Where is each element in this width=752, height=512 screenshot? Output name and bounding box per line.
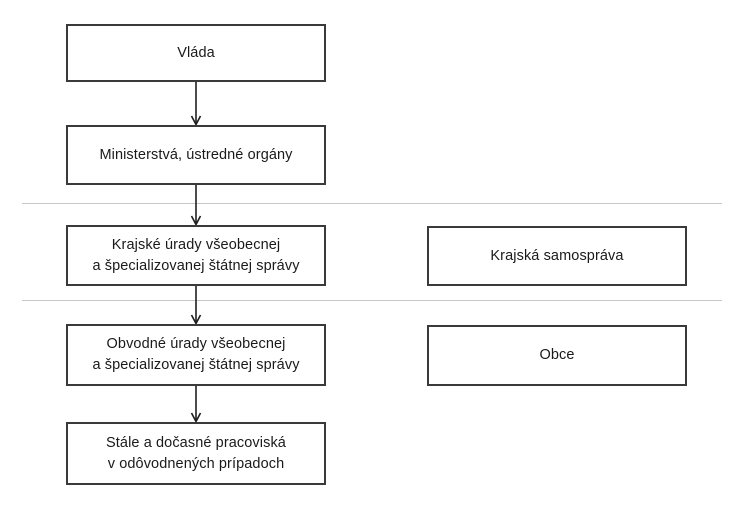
node-obvodne-urady[interactable]: Obvodné úrady všeobecnej a špecializovan… — [66, 324, 326, 386]
node-krajske-urady-label: Krajské úrady všeobecnej a špecializovan… — [92, 236, 300, 274]
connector-obvodne-urady-to-pracoviska — [188, 386, 204, 424]
node-ministerstva[interactable]: Ministerstvá, ústredné orgány — [66, 125, 326, 185]
connector-vlada-to-ministerstva — [188, 82, 204, 127]
node-ministerstva-label: Ministerstvá, ústredné orgány — [99, 146, 293, 163]
node-vlada[interactable]: Vláda — [66, 24, 326, 82]
node-krajska-samosprava[interactable]: Krajská samospráva — [427, 226, 687, 286]
node-krajske-urady[interactable]: Krajské úrady všeobecnej a špecializovan… — [66, 225, 326, 286]
divider-regional-level — [22, 203, 722, 204]
node-pracoviska-label: Stále a dočasné pracoviská v odôvodnenýc… — [106, 434, 286, 472]
connector-krajske-urady-to-obvodne-urady — [188, 286, 204, 326]
divider-district-level — [22, 300, 722, 301]
node-obce[interactable]: Obce — [427, 325, 687, 386]
node-obce-label: Obce — [539, 347, 575, 363]
connector-ministerstva-to-krajske-urady — [188, 185, 204, 227]
node-pracoviska[interactable]: Stále a dočasné pracoviská v odôvodnenýc… — [66, 422, 326, 485]
node-krajska-samosprava-label: Krajská samospráva — [490, 247, 624, 264]
node-vlada-label: Vláda — [177, 44, 215, 61]
node-obvodne-urady-label: Obvodné úrady všeobecnej a špecializovan… — [92, 336, 300, 373]
